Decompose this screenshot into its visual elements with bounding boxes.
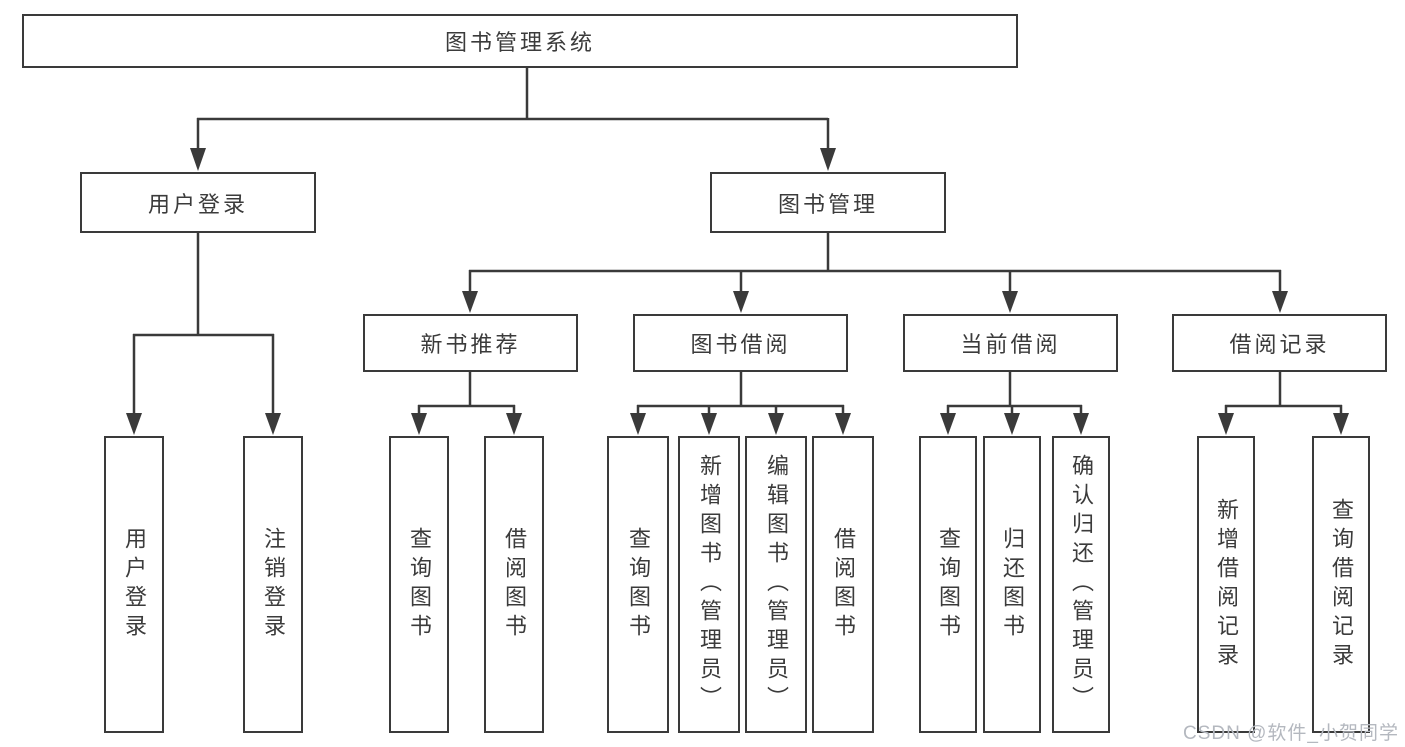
node-label: 借阅图书 bbox=[502, 526, 527, 643]
node-label: 查询图书 bbox=[407, 526, 432, 643]
node-user-login: 用户登录 bbox=[80, 172, 316, 233]
node-label: 新增借阅记录 bbox=[1214, 497, 1239, 672]
leaf-logout: 注销登录 bbox=[243, 436, 303, 733]
node-borrow-records: 借阅记录 bbox=[1172, 314, 1387, 372]
node-new-book-recommend: 新书推荐 bbox=[363, 314, 578, 372]
node-label: 借阅图书 bbox=[831, 526, 856, 643]
node-label: 编辑图书（管理员） bbox=[764, 454, 789, 715]
leaf-query-books-current: 查询图书 bbox=[919, 436, 977, 733]
leaf-user-login: 用户登录 bbox=[104, 436, 164, 733]
node-label: 当前借阅 bbox=[960, 332, 1061, 357]
node-current-borrow: 当前借阅 bbox=[903, 314, 1118, 372]
node-label: 新书推荐 bbox=[420, 332, 521, 357]
node-book-management: 图书管理 bbox=[710, 172, 946, 233]
leaf-query-books-borrow: 查询图书 bbox=[607, 436, 669, 733]
node-label: 图书管理系统 bbox=[444, 30, 595, 55]
node-label: 确认归还（管理员） bbox=[1069, 454, 1094, 715]
node-label: 图书管理 bbox=[777, 191, 878, 217]
node-label: 注销登录 bbox=[261, 526, 286, 643]
node-label: 用户登录 bbox=[122, 526, 147, 643]
leaf-add-borrow-record: 新增借阅记录 bbox=[1197, 436, 1255, 733]
node-label: 查询借阅记录 bbox=[1329, 497, 1354, 672]
node-label: 新增图书（管理员） bbox=[697, 454, 722, 715]
leaf-return-books: 归还图书 bbox=[983, 436, 1041, 733]
leaf-query-books-recommend: 查询图书 bbox=[389, 436, 449, 733]
node-book-management-system: 图书管理系统 bbox=[22, 14, 1018, 68]
leaf-borrow-books: 借阅图书 bbox=[812, 436, 874, 733]
leaf-query-borrow-record: 查询借阅记录 bbox=[1312, 436, 1370, 733]
node-label: 借阅记录 bbox=[1229, 332, 1330, 357]
leaf-borrow-books-recommend: 借阅图书 bbox=[484, 436, 544, 733]
leaf-add-books-admin: 新增图书（管理员） bbox=[678, 436, 740, 733]
node-book-borrow: 图书借阅 bbox=[633, 314, 848, 372]
leaf-edit-books-admin: 编辑图书（管理员） bbox=[745, 436, 807, 733]
leaf-confirm-return-admin: 确认归还（管理员） bbox=[1052, 436, 1110, 733]
watermark: CSDN @软件_小贺同学 bbox=[1183, 723, 1399, 744]
node-label: 归还图书 bbox=[1000, 526, 1025, 643]
node-label: 查询图书 bbox=[936, 526, 961, 643]
node-label: 查询图书 bbox=[626, 526, 651, 643]
node-label: 图书借阅 bbox=[690, 332, 791, 357]
node-label: 用户登录 bbox=[147, 191, 248, 217]
